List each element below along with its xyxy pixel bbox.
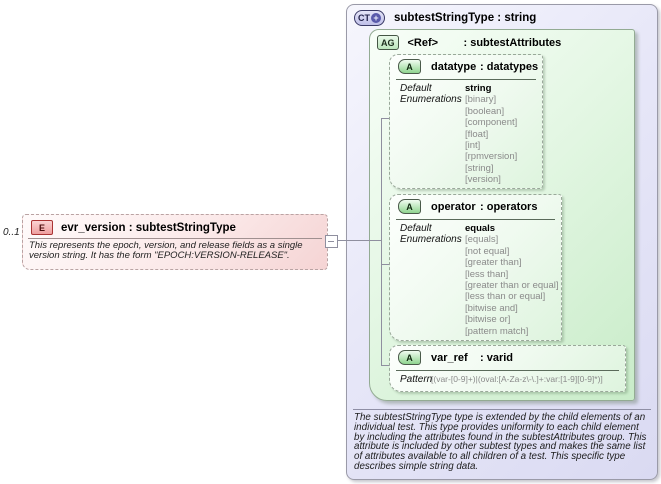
attribute-badge-icon: A — [398, 59, 421, 74]
enum-value: [greater than] — [465, 257, 522, 269]
element-header-divider — [28, 238, 322, 239]
enum-value: [greater than or equal] — [465, 280, 559, 292]
attribute-header-divider — [396, 79, 536, 80]
element-header: E evr_version : subtestStringType — [31, 220, 236, 235]
element-node-evr-version[interactable]: E evr_version : subtestStringType This r… — [22, 214, 328, 270]
attribute-type: : operators — [480, 200, 538, 213]
pattern-value: [(var-[0-9]+)|(oval:[A-Za-z\-\.]+:var:[1… — [431, 374, 603, 384]
enum-value: [rpmversion] — [465, 151, 518, 163]
attribute-badge-icon: A — [398, 350, 421, 365]
enumerations-label: Enumerations — [400, 234, 462, 246]
attribute-facets: Pattern [(var-[0-9]+)|(oval:[A-Za-z\-\.]… — [390, 374, 625, 385]
panel-annotation-divider — [353, 409, 651, 410]
pattern-label: Pattern — [400, 374, 433, 385]
enumerations-list: [binary][boolean][component][float][int]… — [465, 94, 542, 185]
enum-value: [not equal] — [465, 245, 510, 257]
enumerations-row: Enumerations [equals][not equal][greater… — [390, 234, 561, 337]
enum-value: [equals] — [465, 234, 499, 246]
attribute-group-box[interactable]: AG <Ref> : subtestAttributes A datatype … — [369, 29, 635, 401]
default-value: equals — [465, 223, 496, 234]
enum-value: [bitwise and] — [465, 302, 518, 314]
enum-value: [string] — [465, 162, 494, 174]
complex-type-header: CT + subtestStringType : string — [354, 10, 536, 26]
attribute-box-var-ref[interactable]: A var_ref : varid Pattern [(var-[0-9]+)|… — [389, 345, 626, 392]
enum-value: [version] — [465, 174, 501, 186]
default-row: Default equals — [390, 223, 561, 234]
attribute-type: : datatypes — [480, 60, 539, 73]
attribute-name: var_ref — [431, 351, 468, 364]
enum-value: [component] — [465, 117, 518, 129]
attribute-header: A var_ref : varid — [398, 350, 513, 365]
expand-plus-icon[interactable]: + — [371, 13, 381, 23]
enumerations-row: Enumerations [binary][boolean][component… — [390, 94, 542, 185]
complex-type-badge-label: CT — [358, 13, 370, 23]
enum-value: [int] — [465, 140, 481, 152]
attribute-group-title: : subtestAttributes — [463, 36, 562, 49]
attribute-facets: Default string Enumerations [binary][boo… — [390, 83, 542, 186]
attribute-box-operator[interactable]: A operator : operators Default equals En… — [389, 194, 562, 341]
element-title: evr_version : subtestStringType — [61, 221, 236, 234]
enum-value: [boolean] — [465, 105, 505, 117]
attribute-header-divider — [396, 219, 555, 220]
enum-value: [pattern match] — [465, 325, 529, 337]
pattern-row: Pattern [(var-[0-9]+)|(oval:[A-Za-z\-\.]… — [390, 374, 625, 385]
default-row: Default string — [390, 83, 542, 94]
attribute-header-divider — [396, 370, 619, 371]
attribute-name: operator — [431, 200, 476, 213]
enum-value: [binary] — [465, 94, 497, 106]
complex-type-title: subtestStringType : string — [394, 12, 537, 24]
enumerations-label: Enumerations — [400, 94, 462, 106]
attribute-name: datatype — [431, 60, 477, 73]
element-annotation: This represents the epoch, version, and … — [29, 240, 303, 262]
attribute-badge-icon: A — [398, 199, 421, 214]
attribute-header: A datatype : datatypes — [398, 59, 538, 74]
complex-type-annotation: The subtestStringType type is extended b… — [354, 412, 647, 472]
default-label: Default — [400, 83, 432, 94]
enumerations-list: [equals][not equal][greater than][less t… — [465, 234, 561, 337]
cardinality-label: 0..1 — [3, 227, 20, 238]
attribute-group-ref: <Ref> — [407, 36, 439, 49]
enum-value: [bitwise or] — [465, 314, 511, 326]
complex-type-panel[interactable]: CT + subtestStringType : string AG <Ref>… — [346, 4, 658, 480]
attribute-group-badge-icon: AG — [377, 35, 399, 50]
minus-icon — [328, 241, 334, 242]
attribute-header: A operator : operators — [398, 199, 537, 214]
default-value: string — [465, 83, 492, 94]
element-badge-icon: E — [31, 220, 53, 235]
attribute-group-header: AG <Ref> : subtestAttributes — [377, 35, 561, 50]
enum-value: [less than or equal] — [465, 291, 546, 303]
enum-value: [float] — [465, 128, 489, 140]
attribute-type: : varid — [480, 351, 514, 364]
attribute-box-datatype[interactable]: A datatype : datatypes Default string En… — [389, 54, 543, 189]
collapse-handle[interactable] — [325, 235, 338, 248]
default-label: Default — [400, 223, 432, 234]
enum-value: [less than] — [465, 268, 509, 280]
attribute-facets: Default equals Enumerations [equals][not… — [390, 223, 561, 337]
complex-type-badge-icon: CT + — [354, 10, 385, 26]
